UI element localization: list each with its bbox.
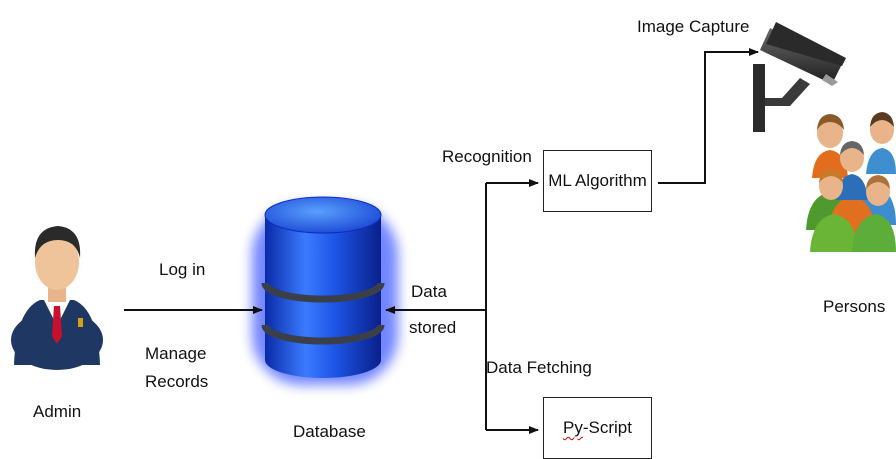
data-stored-label-line1: Data <box>411 282 447 301</box>
py-script-box: Py-Script <box>543 397 652 459</box>
py-script-label-part1: Py <box>563 418 583 437</box>
image-capture-connector <box>658 48 759 184</box>
admin-label: Admin <box>33 402 82 421</box>
ml-algorithm-box: ML Algorithm <box>543 150 652 212</box>
image-capture-label: Image Capture <box>637 17 750 36</box>
ml-algorithm-label: ML Algorithm <box>548 171 647 190</box>
cctv-camera-icon <box>753 22 846 132</box>
recognition-label: Recognition <box>442 147 532 166</box>
py-script-label-part2: -Script <box>582 418 632 437</box>
py-script-label: Py-Script <box>563 418 632 438</box>
group-of-people-icon <box>806 112 896 252</box>
manage-records-label-line2: Records <box>145 372 209 391</box>
connectors <box>124 48 759 434</box>
persons-label: Persons <box>823 297 886 316</box>
database-label: Database <box>293 422 366 441</box>
manage-records-label-line1: Manage <box>145 344 207 363</box>
data-stored-label-line2: stored <box>409 318 457 337</box>
login-label: Log in <box>159 260 206 279</box>
admin-person-icon <box>11 226 103 370</box>
data-fetching-label: Data Fetching <box>486 358 592 377</box>
database-cylinder-icon <box>252 196 398 385</box>
